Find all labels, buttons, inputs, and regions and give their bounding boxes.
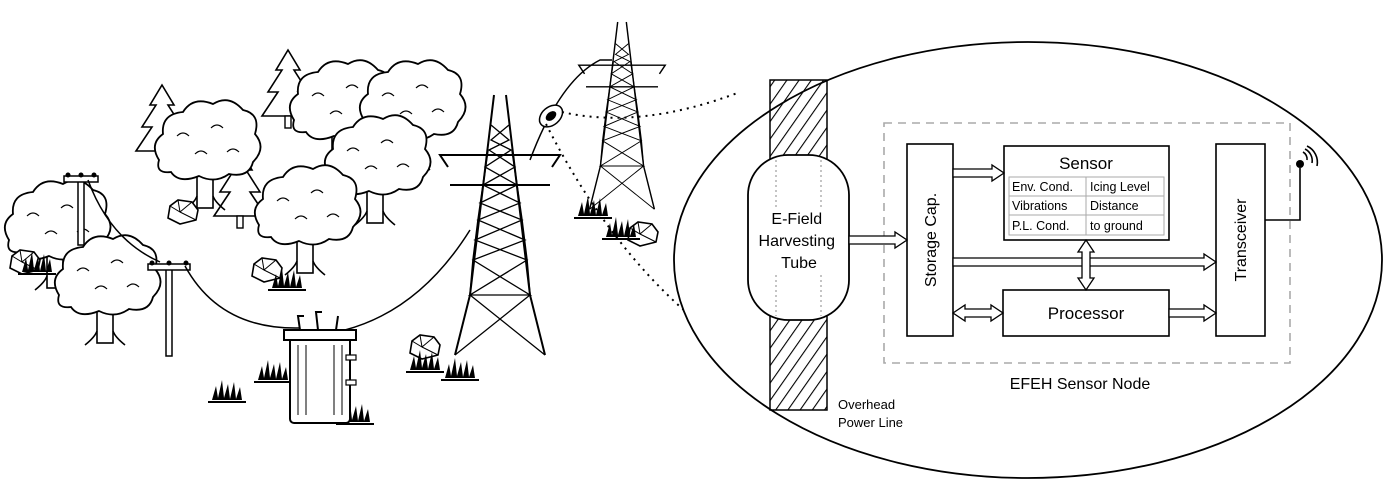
arrow-processor-to-transceiver xyxy=(1168,303,1218,323)
transceiver-block: Transceiver xyxy=(1215,143,1266,337)
storage-cap-block: Storage Cap. xyxy=(906,143,954,337)
grass-icon xyxy=(601,216,641,240)
sensor-block: Sensor Env. Cond. Icing Level Vibrations… xyxy=(1003,145,1170,241)
sensor-table-cell: P.L. Cond. xyxy=(1012,219,1069,233)
sensor-table-cell: Distance xyxy=(1090,199,1139,213)
sensor-node-title: EFEH Sensor Node xyxy=(1010,376,1151,393)
storage-cap-label: Storage Cap. xyxy=(923,193,940,287)
arrow-tube-to-storage xyxy=(848,230,909,250)
antenna-icon xyxy=(1265,145,1319,221)
rock-icon xyxy=(167,199,199,225)
harvesting-tube-label: E-Field Harvesting Tube xyxy=(759,211,840,272)
sensor-table xyxy=(1008,176,1165,236)
arrow-sensor-processor xyxy=(1076,238,1096,292)
arrow-storage-to-sensor xyxy=(952,163,1006,183)
sensor-table-cell: Env. Cond. xyxy=(1012,180,1073,194)
harvesting-tube: E-Field Harvesting Tube xyxy=(747,154,850,321)
rock-icon xyxy=(409,334,441,360)
grass-icon xyxy=(207,379,247,403)
arrow-storage-processor xyxy=(951,303,1005,323)
transmission-tower-icon xyxy=(439,94,561,356)
sensor-node-boundary xyxy=(883,122,1291,364)
sensor-table-cell: Vibrations xyxy=(1012,199,1067,213)
sensor-title: Sensor xyxy=(1059,154,1113,173)
tree-icon xyxy=(53,234,162,346)
rock-icon xyxy=(251,257,283,283)
processor-block: Processor xyxy=(1002,289,1170,337)
grass-icon xyxy=(253,359,293,383)
sensor-table-cell: Icing Level xyxy=(1090,180,1150,194)
utility-pole-icon xyxy=(63,172,99,246)
grass-icon xyxy=(440,357,480,381)
utility-pole-icon xyxy=(147,260,191,357)
transmission-tower-icon xyxy=(578,21,666,210)
landscape-illustration xyxy=(3,21,666,425)
processor-label: Processor xyxy=(1048,304,1125,323)
transceiver-label: Transceiver xyxy=(1233,198,1250,282)
flow-arrows xyxy=(848,163,1218,323)
power-line-label: Overhead Power Line xyxy=(838,397,903,430)
transformer-icon xyxy=(283,311,357,424)
sensor-table-cell: to ground xyxy=(1090,219,1143,233)
zoom-line xyxy=(561,91,741,119)
